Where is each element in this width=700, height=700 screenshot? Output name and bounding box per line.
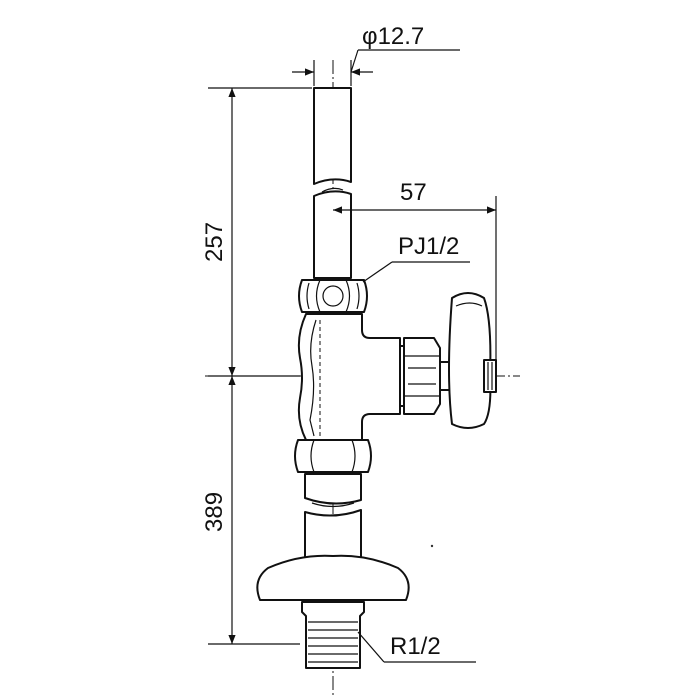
inlet-thread-label: R1/2 <box>390 633 441 660</box>
width-label: 57 <box>400 179 427 206</box>
cap-nut <box>298 279 368 313</box>
threaded-inlet <box>301 601 365 669</box>
nut-thread-callout: PJ1/2 <box>362 233 470 283</box>
width-dimension: 57 <box>333 179 497 360</box>
inlet-thread-callout: R1/2 <box>357 631 476 663</box>
nut-thread-label: PJ1/2 <box>398 233 459 260</box>
upper-height-label: 257 <box>201 222 228 262</box>
handle-assembly <box>399 292 497 429</box>
height-dimensions: 257 389 <box>201 87 312 645</box>
lower-pipe <box>304 473 362 567</box>
lower-height-label: 389 <box>201 492 228 532</box>
lower-nut <box>294 439 372 473</box>
stray-dot <box>430 544 434 548</box>
diameter-dimension: φ12.7 <box>292 23 460 86</box>
wall-flange <box>256 554 410 601</box>
valve-body <box>297 313 401 441</box>
pipe-diameter-label: φ12.7 <box>362 23 424 50</box>
